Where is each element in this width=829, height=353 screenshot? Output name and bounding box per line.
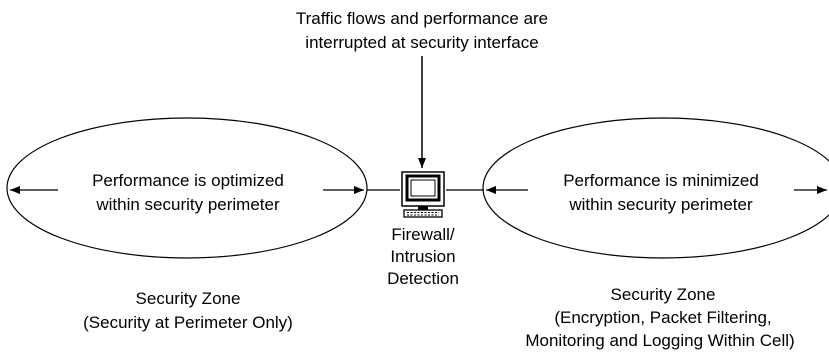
- firewall-label-line-1: Firewall/: [391, 225, 455, 244]
- firewall-label-line-2: Intrusion: [390, 247, 455, 266]
- left-zone-caption-line-2: (Security at Perimeter Only): [83, 313, 293, 332]
- left-zone-caption-line-1: Security Zone: [136, 289, 241, 308]
- right-security-zone: [482, 117, 829, 259]
- top-note-line-2: interrupted at security interface: [305, 33, 538, 52]
- right-zone-caption-line-2: (Encryption, Packet Filtering,: [554, 308, 771, 327]
- right-zone-inner-line-2: within security perimeter: [568, 195, 753, 214]
- left-security-zone: [6, 117, 368, 259]
- top-note-line-1: Traffic flows and performance are: [296, 9, 548, 28]
- right-zone-caption-line-1: Security Zone: [611, 285, 716, 304]
- firewall-label-line-3: Detection: [387, 269, 459, 288]
- right-zone-caption-line-3: Monitoring and Logging Within Cell): [525, 331, 794, 350]
- left-zone-inner-line-1: Performance is optimized: [92, 171, 284, 190]
- computer-terminal-icon: [401, 171, 445, 218]
- left-zone-inner-line-2: within security perimeter: [95, 195, 280, 214]
- right-zone-inner-line-1: Performance is minimized: [563, 171, 759, 190]
